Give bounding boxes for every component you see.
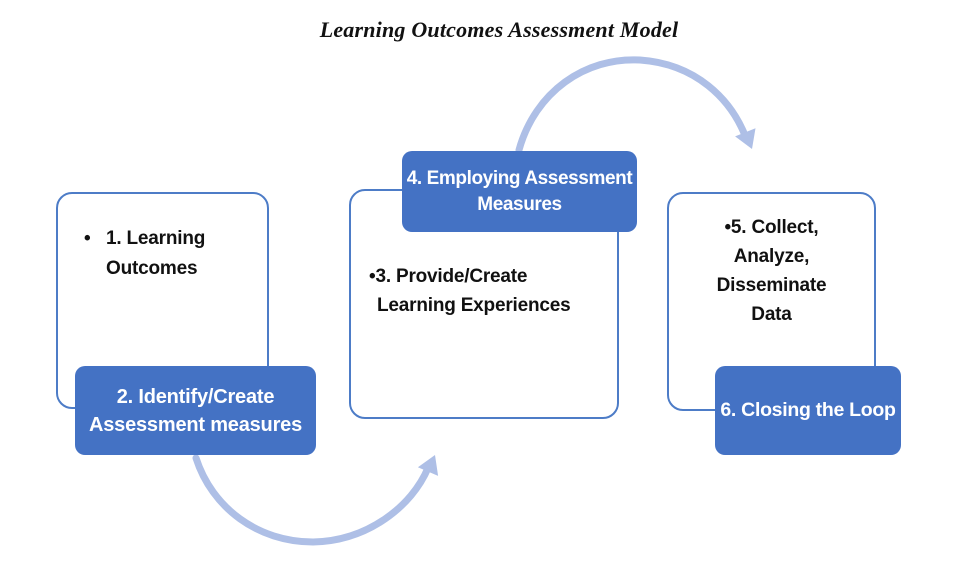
step3-line2: Learning Experiences	[377, 295, 571, 316]
step5-line1: •5. Collect,	[724, 217, 819, 238]
step4-line2: Measures	[477, 193, 562, 215]
step2-box: 2. Identify/Create Assessment measures	[75, 366, 316, 455]
step2-line1: 2. Identify/Create	[116, 385, 275, 408]
step5-label: •5. Collect, Analyze, Disseminate Data	[667, 213, 876, 329]
step1-label: • 1. Learning Outcomes	[84, 224, 974, 284]
curved-arrow-step2-to-step3-icon	[192, 454, 439, 546]
step4-box: 4. Employing Assessment Measures	[402, 151, 637, 232]
step1-line2: Outcomes	[106, 258, 198, 279]
step6-label: 6. Closing the Loop	[720, 399, 896, 421]
curved-arrow-step4-to-step5-icon	[515, 56, 756, 154]
diagram-title: Learning Outcomes Assessment Model	[319, 17, 679, 42]
step6-box: 6. Closing the Loop	[715, 366, 901, 455]
step3-line1: •3. Provide/Create	[369, 266, 528, 287]
step5-line2: Analyze,	[733, 246, 810, 267]
step1-line1: 1. Learning	[106, 228, 206, 249]
step3-label: •3. Provide/Create Learning Experiences	[369, 262, 571, 320]
bullet-icon: •	[84, 228, 91, 249]
step2-line2: Assessment measures	[89, 413, 302, 436]
step4-line1: 4. Employing Assessment	[406, 167, 633, 189]
step5-line3: Disseminate	[716, 275, 827, 296]
step5-line4: Data	[751, 304, 792, 325]
